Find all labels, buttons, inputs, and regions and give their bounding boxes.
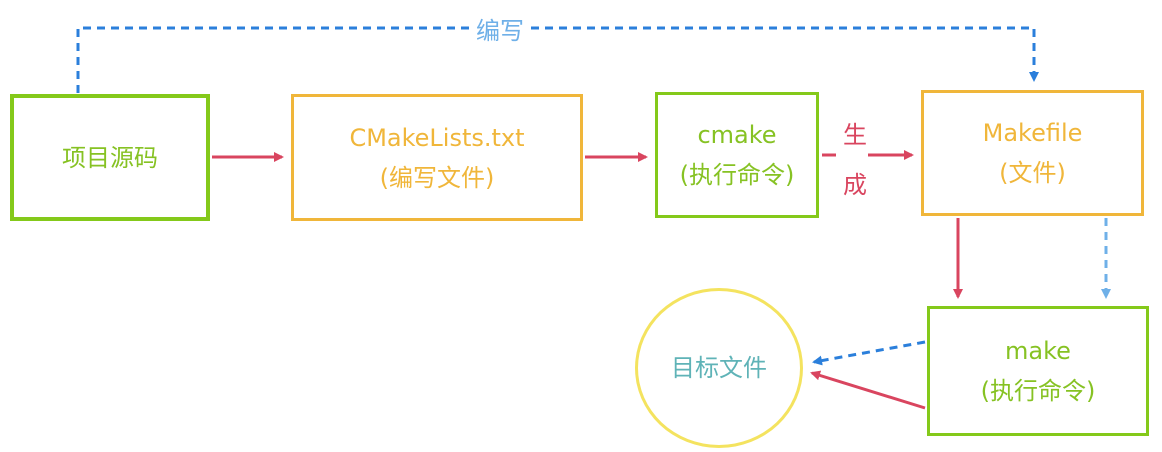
edge-label-write: 编写 — [474, 11, 526, 46]
node-target-file: 目标文件 — [635, 288, 803, 448]
node-cmake-subtitle: (执行命令) — [679, 161, 795, 189]
node-cmake-title: cmake — [697, 121, 777, 149]
node-make-title: make — [1005, 337, 1071, 365]
node-makefile-subtitle: (文件) — [999, 159, 1066, 187]
node-make: make (执行命令) — [927, 306, 1149, 436]
node-source-code-label: 项目源码 — [62, 143, 158, 172]
edge-make-to-target-dashed — [812, 340, 926, 366]
node-cmakelists-title: CMakeLists.txt — [349, 123, 525, 152]
node-cmakelists-subtitle: (编写文件) — [379, 163, 495, 192]
edge-source-to-makefile-write — [76, 26, 1039, 93]
node-source-code: 项目源码 — [10, 94, 210, 221]
node-cmake: cmake (执行命令) — [655, 92, 819, 218]
node-make-subtitle: (执行命令) — [980, 377, 1096, 405]
edge-make-to-target — [810, 370, 926, 410]
node-target-file-label: 目标文件 — [671, 354, 767, 382]
edge-label-generate-2: 成 — [843, 171, 867, 199]
node-cmakelists: CMakeLists.txt (编写文件) — [291, 94, 583, 221]
node-makefile: Makefile (文件) — [921, 90, 1144, 216]
edge-label-generate-1: 生 — [843, 121, 867, 149]
node-makefile-title: Makefile — [982, 119, 1083, 147]
